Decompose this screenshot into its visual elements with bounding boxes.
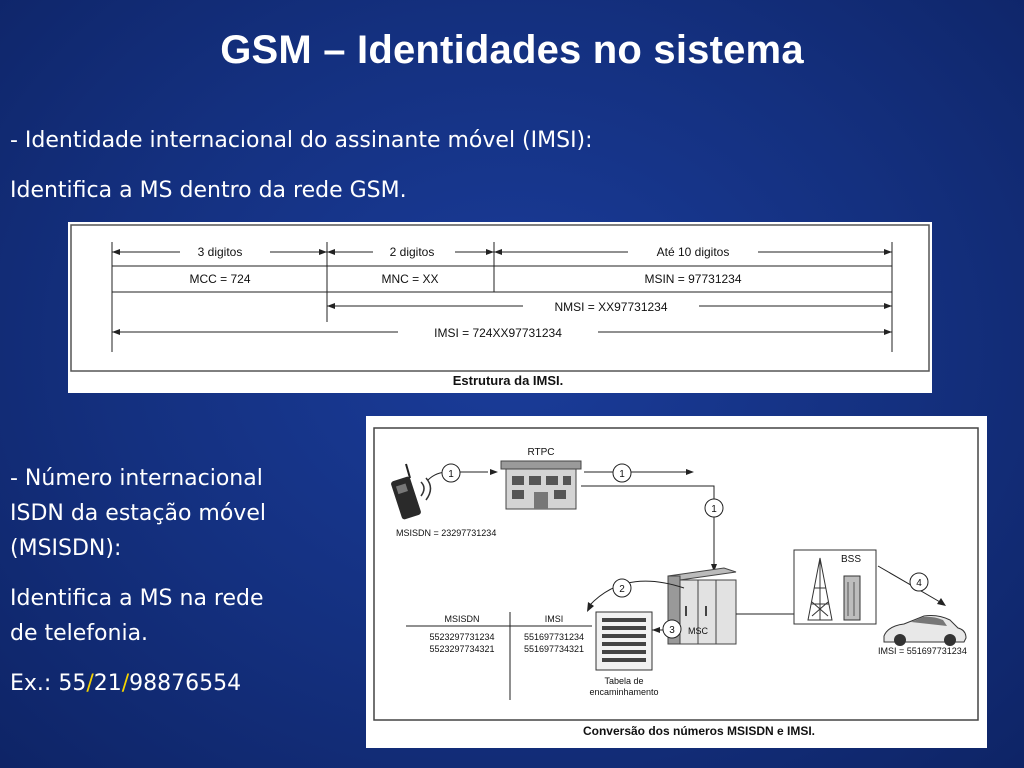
- example-prefix: Ex.: 55: [10, 671, 87, 696]
- car-mobile-station-icon: [883, 615, 967, 646]
- imsi-heading: - Identidade internacional do assinante …: [10, 128, 593, 153]
- msisdn-conversion-figure: MSISDN = 23297731234 1 RTPC 1 1: [366, 416, 987, 748]
- msc-label: MSC: [688, 626, 709, 636]
- routing-table-icon: [595, 611, 653, 671]
- rtpc-building-icon: [500, 460, 582, 510]
- msisdn-desc-line2: de telefonia.: [10, 621, 149, 646]
- table-cell: 551697734321: [524, 644, 584, 654]
- table-cell: 551697731234: [524, 632, 584, 642]
- table-cell: 5523297734321: [429, 644, 494, 654]
- step-circle-3: 3: [669, 625, 675, 636]
- span-mcc-label: 3 digitos: [198, 245, 243, 259]
- msisdn-number-label: MSISDN = 23297731234: [396, 528, 496, 538]
- imsi-figure-caption: Estrutura da IMSI.: [453, 373, 564, 388]
- imsi-number-label: IMSI = 551697731234: [878, 646, 967, 656]
- mnc-field: MNC = XX: [381, 272, 438, 286]
- example-subscriber: 98876554: [129, 671, 242, 696]
- msin-field: MSIN = 97731234: [644, 272, 741, 286]
- imsi-description: Identifica a MS dentro da rede GSM.: [10, 178, 407, 203]
- mobile-phone-icon: [391, 463, 432, 520]
- rtpc-label: RTPC: [527, 447, 554, 458]
- table-cell: 5523297731234: [429, 632, 494, 642]
- routing-table-label-1: Tabela de: [604, 676, 643, 686]
- bss-label: BSS: [841, 554, 861, 565]
- example-slash-2: /: [121, 671, 130, 696]
- slide-title: GSM – Identidades no sistema: [220, 28, 804, 72]
- span-msin-label: Até 10 digitos: [657, 245, 730, 259]
- nmsi-label: NMSI = XX97731234: [554, 300, 667, 314]
- msc-switch-icon: [667, 567, 737, 645]
- span-mnc-label: 2 digitos: [390, 245, 435, 259]
- step-circle-1a: 1: [448, 469, 454, 480]
- example-number: Ex.: 55/21/98876554: [10, 669, 241, 699]
- msisdn-heading-line2: ISDN da estação móvel: [10, 501, 266, 526]
- bss-tower-icon: [793, 549, 877, 625]
- table-header-msisdn: MSISDN: [444, 614, 479, 624]
- step-circle-1b: 1: [619, 469, 625, 480]
- imsi-label: IMSI = 724XX97731234: [434, 326, 562, 340]
- msisdn-heading-line1: - Número internacional: [10, 466, 263, 491]
- msisdn-heading-line3: (MSISDN):: [10, 536, 122, 561]
- step-circle-4: 4: [916, 578, 922, 589]
- table-header-imsi: IMSI: [545, 614, 564, 624]
- imsi-structure-figure: 3 digitos 2 digitos Até 10 digitos MCC =…: [68, 222, 932, 393]
- example-slash-1: /: [86, 671, 94, 696]
- example-area: 21: [93, 671, 122, 696]
- routing-table-label-2: encaminhamento: [589, 687, 658, 697]
- msisdn-desc-line1: Identifica a MS na rede: [10, 586, 264, 611]
- step-circle-2: 2: [619, 584, 625, 595]
- mcc-field: MCC = 724: [189, 272, 250, 286]
- msisdn-figure-caption: Conversão dos números MSISDN e IMSI.: [583, 724, 815, 738]
- step-circle-1c: 1: [711, 504, 717, 515]
